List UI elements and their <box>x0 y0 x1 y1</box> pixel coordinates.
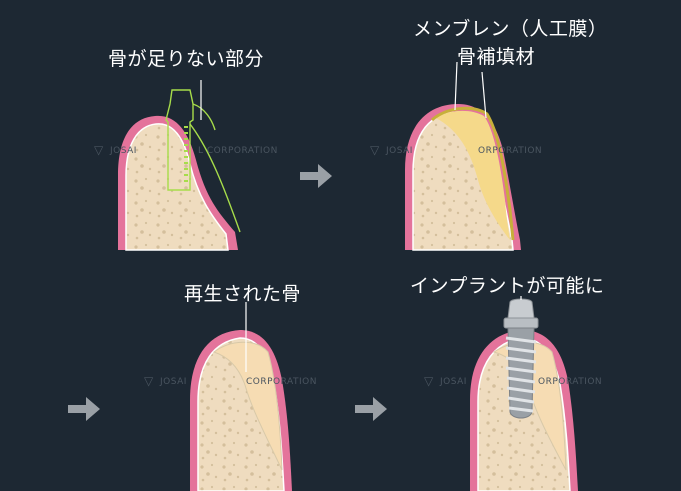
panel-membrane-graft <box>405 61 521 251</box>
bone <box>125 123 229 251</box>
regenerated-bone <box>212 341 283 471</box>
membrane <box>430 106 515 241</box>
logo-mark-icon: ▽ <box>370 143 380 157</box>
arrow-right-icon <box>355 397 387 421</box>
watermark-text: JOSAI <box>440 377 467 387</box>
label-implant-possible: インプラントが可能に <box>410 275 605 297</box>
label-bone-deficit: 骨が足りない部分 <box>108 48 265 70</box>
logo-mark-icon: ▽ <box>424 374 434 388</box>
graft-material <box>436 110 510 241</box>
implant-collar <box>503 317 539 329</box>
watermark-text: JOSAI <box>160 377 187 387</box>
deficit-top <box>192 103 216 131</box>
logo-mark-icon: ▽ <box>94 143 104 157</box>
arrow-right-icon <box>300 164 332 188</box>
deficit-outline <box>189 123 241 233</box>
label-membrane: メンブレン（人工膜） <box>413 18 608 40</box>
watermark-text: L CORPORATION <box>198 146 278 156</box>
panel-implant-placed <box>470 296 578 491</box>
implant-abutment <box>507 298 535 319</box>
watermark-text: JOSAI <box>110 146 137 156</box>
label-graft-material: 骨補填材 <box>457 46 536 68</box>
panel-bone-deficit <box>118 80 241 251</box>
watermark-text: CORPORATION <box>246 377 317 387</box>
label-regenerated-bone: 再生された骨 <box>184 283 302 305</box>
watermark-text: ORPORATION <box>478 146 543 156</box>
implant-outline <box>165 89 194 191</box>
implant-threads <box>505 336 537 413</box>
arrow-right-icon <box>68 397 100 421</box>
panel-regenerated-bone <box>190 302 292 491</box>
label-leader-2a <box>454 61 458 111</box>
watermark-text: JOSAI <box>386 146 413 156</box>
logo-mark-icon: ▽ <box>144 374 154 388</box>
label-leader-2b <box>481 71 487 119</box>
watermark-text: ORPORATION <box>538 377 603 387</box>
